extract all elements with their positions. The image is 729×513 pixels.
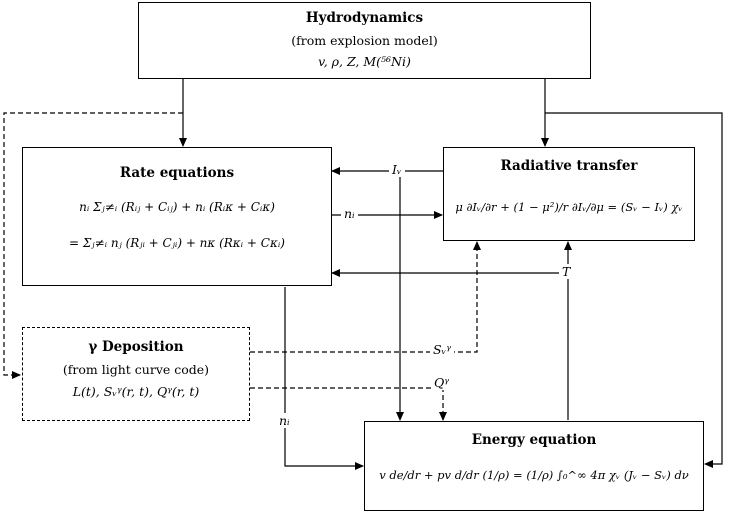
gamma-deposition-subtitle: (from light curve code): [62, 362, 210, 377]
arrow-hydro-to-energy: [545, 112, 723, 468]
rate-equation-line-1: nᵢ Σⱼ≠ᵢ (Rᵢⱼ + Cᵢⱼ) + nᵢ (Rᵢκ + Cᵢκ): [79, 200, 275, 214]
arrow-sgamma-to-radiative: [250, 241, 481, 353]
label-s-gamma: Sᵥᵞ: [430, 342, 454, 357]
label-n-i-down: nᵢ: [276, 413, 293, 428]
rate-equation-line-2: = Σⱼ≠ᵢ nⱼ (Rⱼᵢ + Cⱼᵢ) + nκ (Rκᵢ + Cκᵢ): [69, 236, 285, 250]
radiative-transfer-box: Radiative transfer μ ∂Iᵥ/∂r + (1 − μ²)/r…: [443, 147, 695, 241]
energy-equation-title: Energy equation: [471, 432, 597, 448]
hydrodynamics-box: Hydrodynamics (from explosion model) v, …: [138, 2, 591, 79]
label-n-i-right: nᵢ: [341, 206, 358, 221]
hydrodynamics-subtitle: (from explosion model): [291, 33, 438, 48]
energy-equation-box: Energy equation v de/dr + pv d/dr (1/ρ) …: [364, 421, 704, 511]
gamma-deposition-vars: L(t), Sᵥᵞ(r, t), Qᵞ(r, t): [72, 384, 200, 399]
label-q-gamma: Qᵞ: [431, 375, 452, 390]
hydrodynamics-vars: v, ρ, Z, M(⁵⁶Ni): [318, 54, 411, 69]
label-t: T: [559, 264, 574, 279]
arrow-ni-to-energy: [284, 287, 364, 470]
radiative-transfer-equation: μ ∂Iᵥ/∂r + (1 − μ²)/r ∂Iᵥ/∂μ = (Sᵥ − Iᵥ)…: [455, 200, 683, 214]
hydrodynamics-title: Hydrodynamics: [305, 10, 424, 26]
label-i-nu: Iᵥ: [389, 162, 405, 177]
gamma-deposition-box: γ Deposition (from light curve code) L(t…: [22, 327, 250, 421]
gamma-deposition-title: γ Deposition: [88, 339, 184, 355]
energy-equation: v de/dr + pv d/dr (1/ρ) = (1/ρ) ∫₀^∞ 4π …: [379, 468, 689, 482]
arrow-hydro-to-gamma: [3, 112, 183, 379]
rate-equations-title: Rate equations: [119, 165, 235, 181]
radiative-transfer-title: Radiative transfer: [500, 158, 638, 174]
rate-equations-box: Rate equations nᵢ Σⱼ≠ᵢ (Rᵢⱼ + Cᵢⱼ) + nᵢ …: [22, 147, 332, 286]
